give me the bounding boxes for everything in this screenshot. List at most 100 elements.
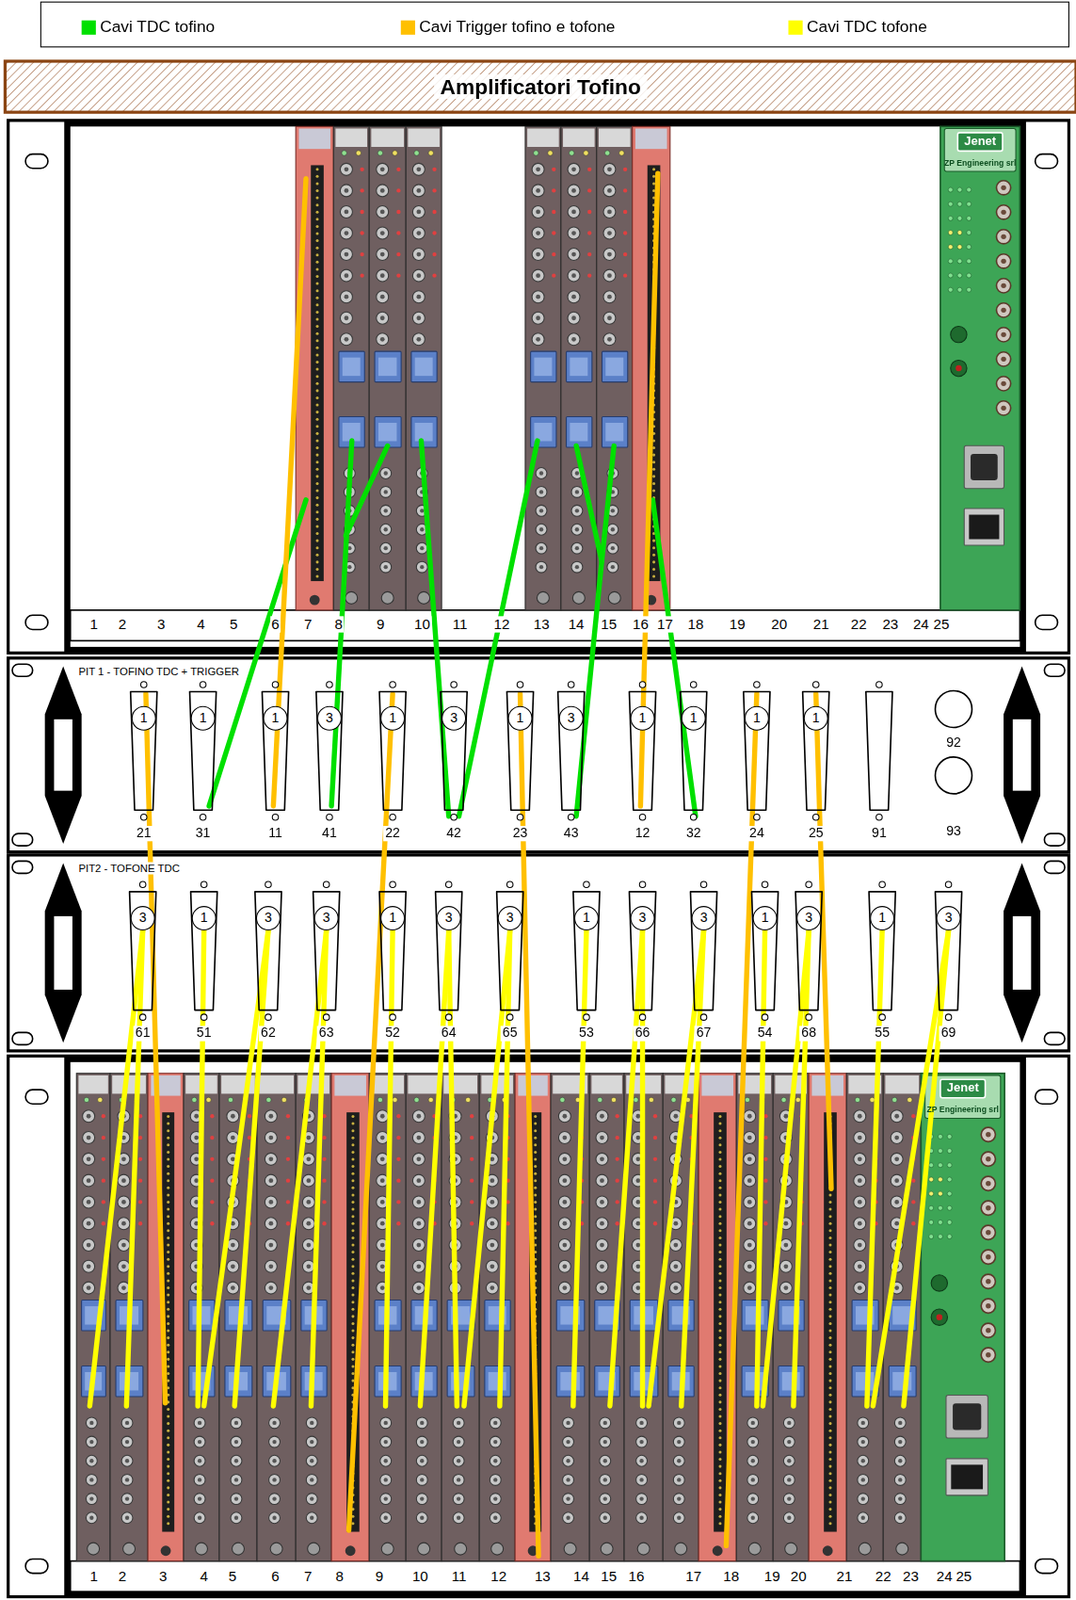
lemo-pin: [894, 1199, 900, 1205]
lemo-pin: [86, 1135, 92, 1141]
led: [97, 1096, 103, 1102]
adjust-knob: [123, 1541, 136, 1555]
lemo-pin: [607, 273, 612, 278]
lemo-pin: [347, 564, 352, 569]
lemo-pin: [898, 1439, 902, 1444]
lemo-connector: [269, 1493, 281, 1505]
adjust-knob: [674, 1541, 688, 1555]
panel-frame: [8, 658, 1070, 852]
legend-frame: [40, 1, 1069, 48]
cable-count: 1: [869, 905, 895, 931]
lemo-pin: [305, 1156, 311, 1161]
led: [671, 1096, 676, 1102]
lemo-connector: [531, 311, 545, 324]
connector-outline: [306, 679, 353, 846]
trigger-cable: [145, 693, 166, 1403]
pin: [351, 1314, 354, 1317]
lemo-connector: [485, 1259, 498, 1272]
lemo-connector: [636, 1435, 648, 1447]
pin: [533, 1192, 537, 1196]
screw: [945, 1013, 952, 1021]
cable-count: 1: [380, 706, 405, 731]
pin: [166, 1271, 170, 1275]
led: [947, 1234, 952, 1239]
lemo-pin: [607, 252, 612, 257]
ribbon-connector: [338, 351, 365, 383]
screw: [805, 881, 813, 888]
lemo-connector: [853, 1238, 867, 1252]
screw: [326, 814, 334, 821]
pin: [828, 1207, 832, 1211]
d-sub-connector: 132: [671, 679, 717, 846]
lemo-pin: [489, 1177, 495, 1183]
connector-number: 64: [439, 1025, 459, 1041]
lemo-pin: [610, 508, 615, 513]
slot-number: 21: [812, 615, 831, 632]
lemo-pin: [384, 489, 388, 494]
lemo-pin: [562, 1220, 567, 1226]
lemo-pin: [197, 1515, 202, 1520]
cable-count: 3: [256, 905, 281, 931]
led: [957, 201, 963, 207]
pin: [351, 1343, 354, 1347]
lemo-connector: [535, 561, 547, 573]
screw: [516, 814, 524, 821]
crate-bin: [67, 123, 1024, 650]
lemo-pin: [309, 1420, 314, 1425]
led: [615, 1135, 620, 1140]
pin: [351, 1136, 354, 1140]
lemo-connector: [380, 1511, 392, 1524]
lemo-pin: [416, 1220, 421, 1226]
lemo-pin: [125, 1515, 129, 1520]
lemo-pin: [898, 1458, 902, 1462]
pin: [351, 1214, 354, 1218]
led: [966, 244, 972, 250]
pin: [828, 1393, 832, 1397]
lemo-connector: [230, 1454, 242, 1466]
lemo-pin: [234, 1439, 239, 1444]
lemo-pin: [783, 1242, 788, 1248]
lemo-connector: [894, 1511, 906, 1524]
lemo-pin: [272, 1439, 276, 1444]
mount-hole: [1035, 1089, 1059, 1104]
lemo-connector: [376, 333, 389, 346]
pin: [718, 1335, 722, 1339]
module-label-plate: [258, 1075, 294, 1094]
lemo-connector: [595, 1152, 609, 1165]
lemo-pin: [857, 1156, 863, 1161]
pin: [316, 303, 320, 306]
lemo-connector: [636, 1511, 648, 1524]
led: [587, 188, 592, 193]
lemo-pin: [607, 209, 612, 215]
lemo-connector: [85, 1493, 97, 1505]
connector-outline: [620, 879, 666, 1045]
lemo-connector: [380, 1416, 392, 1429]
lemo-connector: [82, 1238, 96, 1252]
lemo-pin: [857, 1284, 863, 1290]
led: [377, 1096, 383, 1102]
lemo-connector: [489, 1454, 501, 1466]
tdc-module: [295, 126, 334, 611]
d-sub-shell: [795, 891, 822, 1011]
lemo-pin: [783, 1220, 788, 1226]
lemo-pin: [272, 1420, 276, 1425]
lemo-connector: [894, 1454, 906, 1466]
lemo-connector: [230, 1511, 242, 1524]
pin: [166, 1142, 170, 1146]
lemo-connector: [558, 1281, 571, 1294]
led: [911, 1113, 916, 1118]
pin: [718, 1257, 722, 1261]
led: [209, 1156, 214, 1161]
pin: [828, 1250, 832, 1253]
pin: [718, 1385, 722, 1389]
slot-number: 9: [375, 615, 386, 632]
pin: [828, 1514, 832, 1518]
d-sub-connector: 151: [181, 879, 227, 1045]
pin: [166, 1264, 170, 1268]
led: [359, 252, 364, 257]
pin: [828, 1421, 832, 1425]
ribbon-connector: [411, 351, 437, 383]
pin: [828, 1464, 832, 1468]
pin: [533, 1114, 537, 1118]
pin: [718, 1457, 722, 1461]
